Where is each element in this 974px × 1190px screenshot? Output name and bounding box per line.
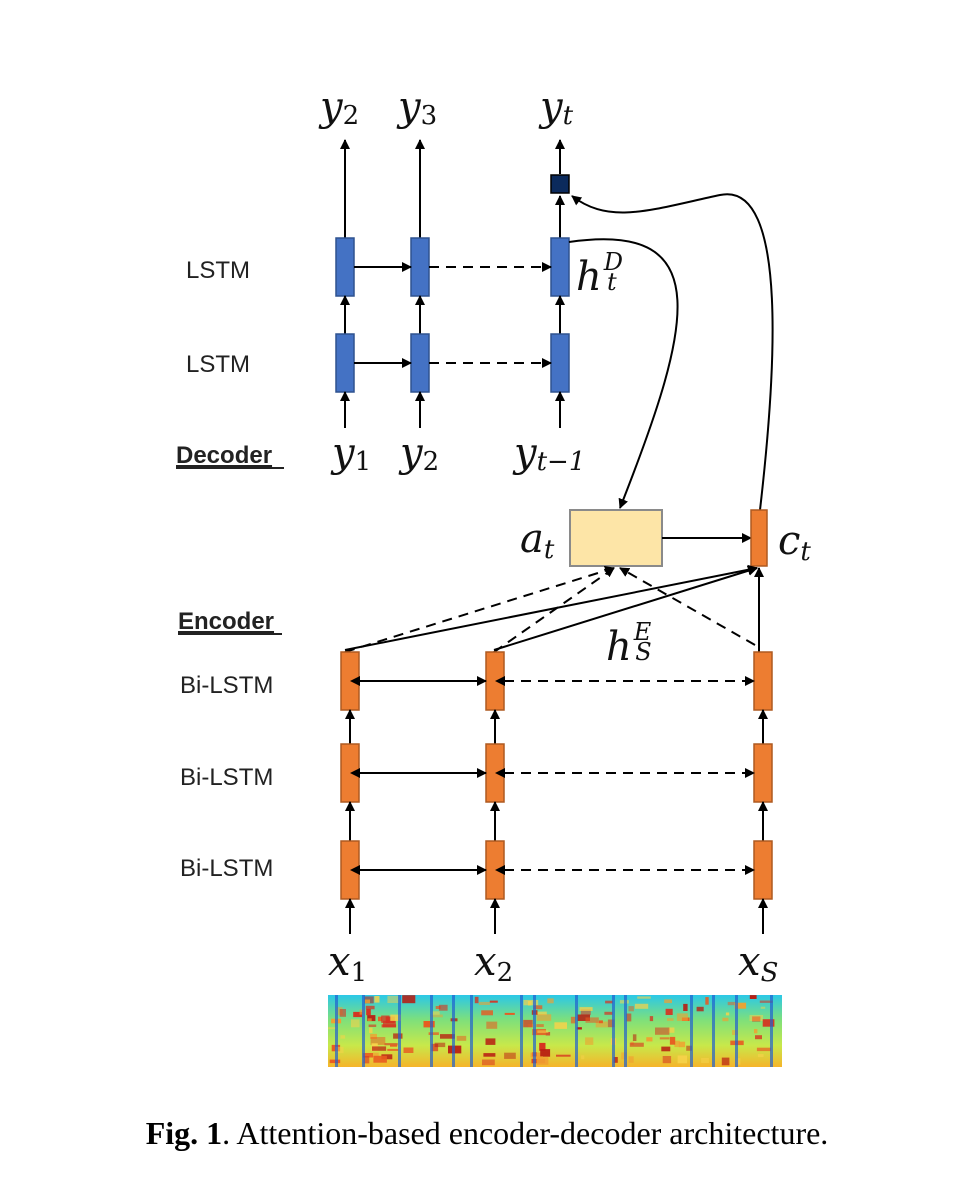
lstm-top-label: LSTM: [186, 257, 250, 284]
decoder-label: Decoder: [176, 442, 272, 469]
spectrogram-image: [328, 995, 782, 1067]
encoder-input-label: x1: [328, 939, 367, 988]
lstm-bottom-label: LSTM: [186, 351, 250, 378]
output-node: [550, 174, 570, 194]
context-cell: [750, 509, 768, 567]
encoder-bilstm-cell: [485, 840, 505, 900]
decoder-input-label: y1: [330, 430, 371, 477]
encoder-bilstm-cell: [485, 651, 505, 711]
encoder-to-attention-dashed: [344, 565, 615, 653]
decoder-lstm-cell: [410, 237, 430, 297]
encoder-input-label: xS: [738, 939, 778, 988]
encoder-bilstm-cell: [340, 651, 360, 711]
decoder-to-attention-curve: [568, 238, 679, 509]
decoder-lstm-cell: [550, 237, 570, 297]
decoder-lstm-cell: [550, 333, 570, 393]
attention-label: at: [520, 516, 555, 565]
context-label: ct: [778, 518, 811, 567]
decoder-input-label: y2: [398, 430, 439, 477]
attention-box: [569, 509, 663, 567]
decoder-output-label: y2: [318, 84, 359, 131]
figure-caption: Fig. 1. Attention-based encoder-decoder …: [0, 1115, 974, 1152]
decoder-input-label: yt−1: [512, 430, 585, 477]
bilstm-label-3: Bi-LSTM: [180, 855, 273, 882]
encoder-to-context-line: [493, 565, 758, 651]
encoder-decoder-diagram: LSTM LSTM Decoder Encoder Bi-LSTM Bi-LST…: [176, 84, 811, 1067]
encoder-bilstm-cell: [340, 840, 360, 900]
encoder-bilstm-cell: [753, 840, 773, 900]
decoder-lstm-cell: [335, 333, 355, 393]
encoder-bilstm-cell: [485, 743, 505, 803]
decoder-lstm-cell: [335, 237, 355, 297]
encoder-to-attention-dashed: [619, 567, 756, 646]
bilstm-label-1: Bi-LSTM: [180, 672, 273, 699]
encoder-bilstm-cell: [753, 651, 773, 711]
decoder-output-label: y3: [396, 84, 437, 131]
encoder-input-label: x2: [474, 939, 513, 988]
caption-figure-number: Fig. 1: [145, 1115, 223, 1151]
caption-text: . Attention-based encoder-decoder archit…: [222, 1115, 829, 1151]
encoder-to-attention-dashed: [493, 567, 615, 653]
bilstm-label-2: Bi-LSTM: [180, 764, 273, 791]
decoder-output-label: yt: [538, 84, 574, 131]
decoder-lstm-cell: [410, 333, 430, 393]
encoder-label: Encoder: [178, 608, 274, 635]
context-to-output-curve: [571, 193, 774, 511]
encoder-bilstm-cell: [340, 743, 360, 803]
encoder-bilstm-cell: [753, 743, 773, 803]
encoder-to-context-line: [344, 564, 758, 651]
